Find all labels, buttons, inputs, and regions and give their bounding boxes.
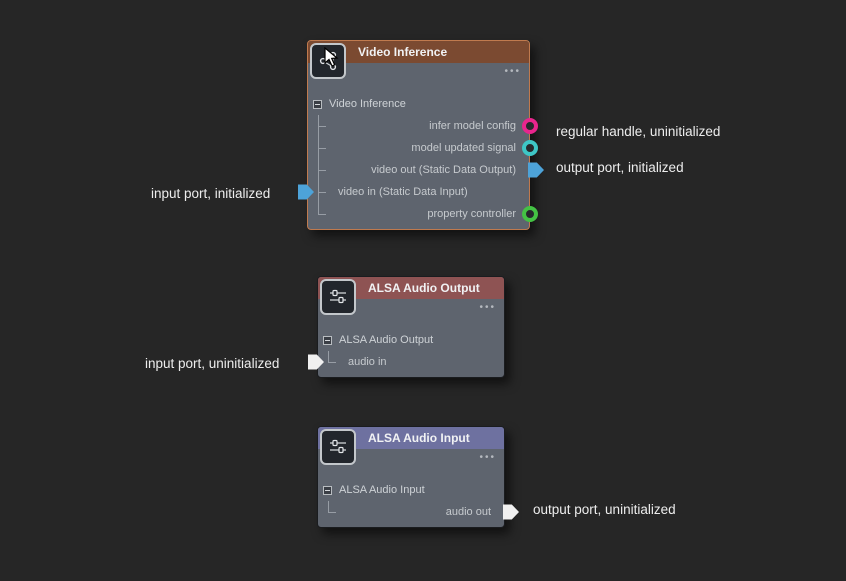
node-menu-dots[interactable]: ••• <box>479 302 496 313</box>
tree-root-label: Video Inference <box>329 98 406 110</box>
annotation-output-port-initialized: output port, initialized <box>556 160 684 175</box>
port-video-out[interactable] <box>528 162 544 178</box>
tree-row-audio-in: audio in <box>308 351 504 373</box>
tree-root-row: Video Inference <box>308 93 529 115</box>
annotation-regular-handle-uninitialized: regular handle, uninitialized <box>556 124 721 139</box>
tree-branch-icon <box>318 181 330 203</box>
tree-row-audio-out: audio out <box>318 501 519 523</box>
node-title: ALSA Audio Input <box>368 431 470 445</box>
mouse-cursor-icon <box>324 47 339 67</box>
collapse-toggle-icon[interactable] <box>313 99 322 109</box>
node-title: Video Inference <box>358 45 448 59</box>
node-alsa-audio-output[interactable]: ALSA Audio Output ••• ALSA Audio Output … <box>308 276 505 378</box>
tree-branch-icon <box>318 159 330 181</box>
handle-infer-model-config[interactable] <box>522 118 538 134</box>
port-audio-out[interactable] <box>503 504 519 520</box>
tree-branch-icon <box>328 351 340 373</box>
collapse-toggle-icon[interactable] <box>323 485 332 495</box>
annotation-input-port-initialized: input port, initialized <box>151 186 271 201</box>
annotation-input-port-uninitialized: input port, uninitialized <box>145 356 280 371</box>
node-menu-dots[interactable]: ••• <box>504 66 521 77</box>
node-menu-dots[interactable]: ••• <box>479 452 496 463</box>
node-header-alsa-audio-input[interactable]: ALSA Audio Input <box>318 427 504 449</box>
tree-row-infer-model-config: infer model config <box>308 115 538 137</box>
tree-branch-icon <box>318 203 330 225</box>
node-header-video-inference[interactable]: Video Inference <box>308 41 529 63</box>
handle-model-updated-signal[interactable] <box>522 140 538 156</box>
node-header-alsa-audio-output[interactable]: ALSA Audio Output <box>318 277 504 299</box>
tree-root-row: ALSA Audio Output <box>318 329 504 351</box>
port-video-in[interactable] <box>298 184 314 200</box>
mixer-icon <box>320 279 356 315</box>
tree-root-label: ALSA Audio Input <box>339 484 425 496</box>
mixer-icon <box>320 429 356 465</box>
node-title: ALSA Audio Output <box>368 281 480 295</box>
collapse-toggle-icon[interactable] <box>323 335 332 345</box>
tree-row-property-controller: property controller <box>308 203 538 225</box>
tree-root-row: ALSA Audio Input <box>318 479 504 501</box>
annotation-output-port-uninitialized: output port, uninitialized <box>533 502 676 517</box>
handle-property-controller[interactable] <box>522 206 538 222</box>
tree-branch-icon <box>318 137 330 159</box>
tree-row-video-out: video out (Static Data Output) <box>308 159 544 181</box>
node-video-inference[interactable]: Video Inference ••• Video Inference <box>298 40 544 230</box>
tree-branch-icon <box>328 501 340 523</box>
tree-row-video-in: video in (Static Data Input) <box>298 181 529 203</box>
tree-root-label: ALSA Audio Output <box>339 334 434 346</box>
node-alsa-audio-input[interactable]: ALSA Audio Input ••• ALSA Audio Input au… <box>317 426 519 528</box>
tree-row-model-updated-signal: model updated signal <box>308 137 538 159</box>
port-audio-in[interactable] <box>308 354 324 370</box>
tree-branch-icon <box>318 115 330 137</box>
